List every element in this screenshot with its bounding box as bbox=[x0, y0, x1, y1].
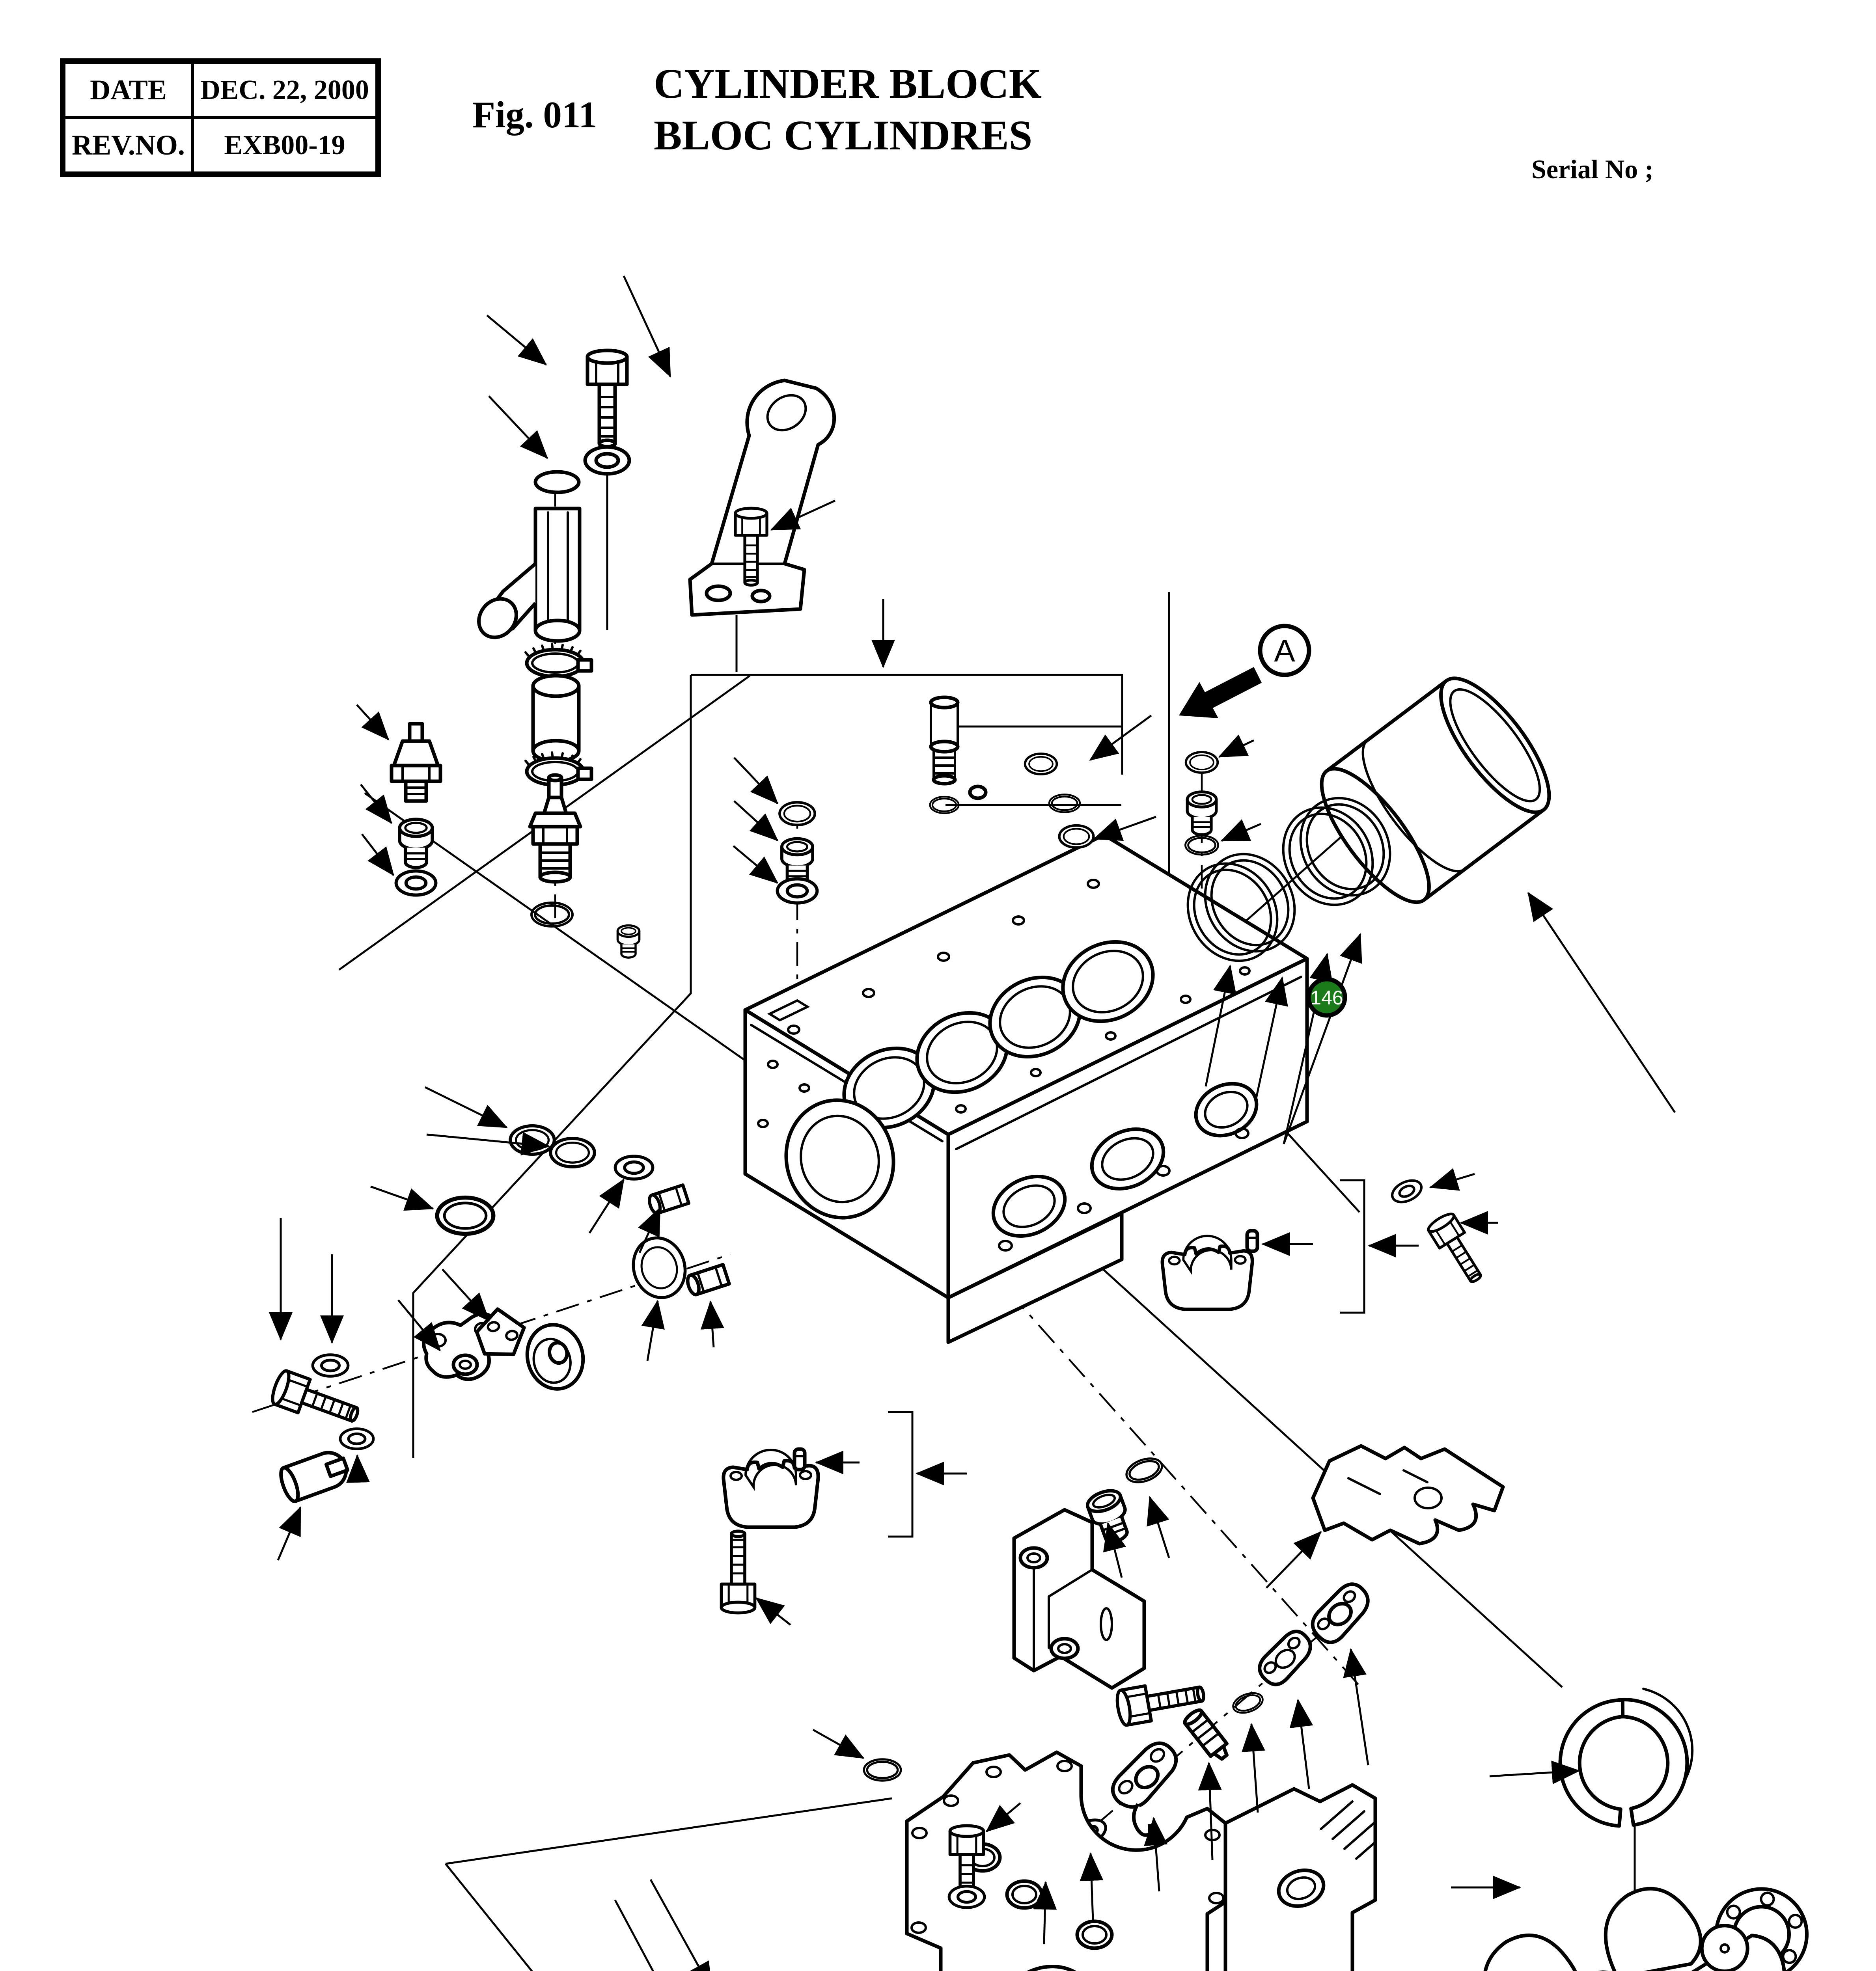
dowel-pin bbox=[794, 1449, 805, 1470]
hose-clamp bbox=[526, 644, 591, 676]
jet-body bbox=[1111, 1741, 1178, 1837]
serial-number-label: Serial No ; bbox=[1531, 154, 1654, 184]
bushing bbox=[626, 1232, 692, 1304]
part-number-badge: 146 bbox=[1306, 977, 1347, 1018]
round-cover bbox=[520, 1319, 590, 1395]
hex-bolt bbox=[269, 1369, 363, 1432]
deck-bolt-holes bbox=[787, 879, 1251, 1114]
revno-value: EXB00-19 bbox=[191, 116, 380, 176]
oil-pressure-sender bbox=[279, 1451, 350, 1503]
view-marker-top: A bbox=[1179, 624, 1311, 718]
cap-bolt bbox=[722, 1531, 755, 1613]
main-bearing-cap bbox=[1162, 1236, 1252, 1309]
front-plate-cluster bbox=[269, 1232, 729, 1503]
hex-bolt bbox=[587, 350, 627, 447]
block-side-openings bbox=[991, 1082, 1259, 1252]
page-title: CYLINDER BLOCK BLOC CYLINDRES bbox=[654, 58, 1042, 162]
piston-ring-set-2 bbox=[1186, 853, 1296, 962]
oil-jet-assembly bbox=[1029, 1582, 1370, 1928]
seal-washer bbox=[396, 871, 436, 895]
lock-washer bbox=[585, 447, 629, 474]
cylinder-block bbox=[743, 833, 1309, 1344]
revision-info-table: DATE DEC. 22, 2000 REV.NO. EXB00-19 bbox=[60, 58, 381, 177]
seal-ring bbox=[864, 1759, 901, 1781]
title-english: CYLINDER BLOCK bbox=[654, 61, 1042, 107]
table-row: DATE DEC. 22, 2000 bbox=[61, 60, 380, 119]
view-direction-arrow bbox=[1179, 667, 1262, 718]
hose bbox=[531, 674, 581, 763]
washer bbox=[1389, 1176, 1425, 1206]
dowel-pin bbox=[1247, 1231, 1257, 1251]
table-row: REV.NO. EXB00-19 bbox=[61, 116, 380, 176]
plug bbox=[400, 819, 433, 867]
jet-cover-plate bbox=[1311, 1582, 1370, 1644]
t-pipe-fitting bbox=[477, 470, 582, 643]
deck-plug-stack-2 bbox=[968, 754, 1093, 848]
figure-number: Fig. 011 bbox=[472, 94, 597, 136]
barb-fitting bbox=[528, 773, 582, 884]
main-bearing-shells-upper bbox=[1537, 1677, 1708, 1841]
seal-ring bbox=[1123, 1454, 1165, 1487]
view-label-a: A bbox=[1274, 633, 1295, 668]
crankshaft bbox=[1132, 1839, 1809, 1971]
cylinder-bores bbox=[842, 940, 1155, 1130]
jet-gasket bbox=[1258, 1630, 1312, 1686]
date-value: DEC. 22, 2000 bbox=[191, 60, 380, 119]
leader-lines bbox=[269, 275, 1676, 1971]
badge-number: 146 bbox=[1310, 987, 1343, 1009]
lifting-bracket bbox=[688, 378, 836, 617]
engine-mount-bracket bbox=[1012, 1508, 1146, 1690]
hex-plug bbox=[686, 1265, 729, 1296]
breather-assembly bbox=[477, 350, 629, 926]
date-label: DATE bbox=[61, 60, 194, 119]
retainer-plate bbox=[1311, 1444, 1505, 1546]
piston-ring-set-1 bbox=[1282, 797, 1391, 906]
title-french: BLOC CYLINDRES bbox=[654, 112, 1033, 159]
jet-valve bbox=[1183, 1708, 1229, 1761]
cup-plugs-left bbox=[437, 926, 689, 1234]
revno-label: REV.NO. bbox=[61, 116, 194, 176]
guide-stud bbox=[929, 695, 960, 786]
deck-plug-stack-1 bbox=[778, 802, 817, 903]
cylinder-sleeve bbox=[1320, 676, 1551, 904]
block-front-face bbox=[757, 999, 895, 1220]
oil-pressure-switch bbox=[390, 722, 442, 803]
